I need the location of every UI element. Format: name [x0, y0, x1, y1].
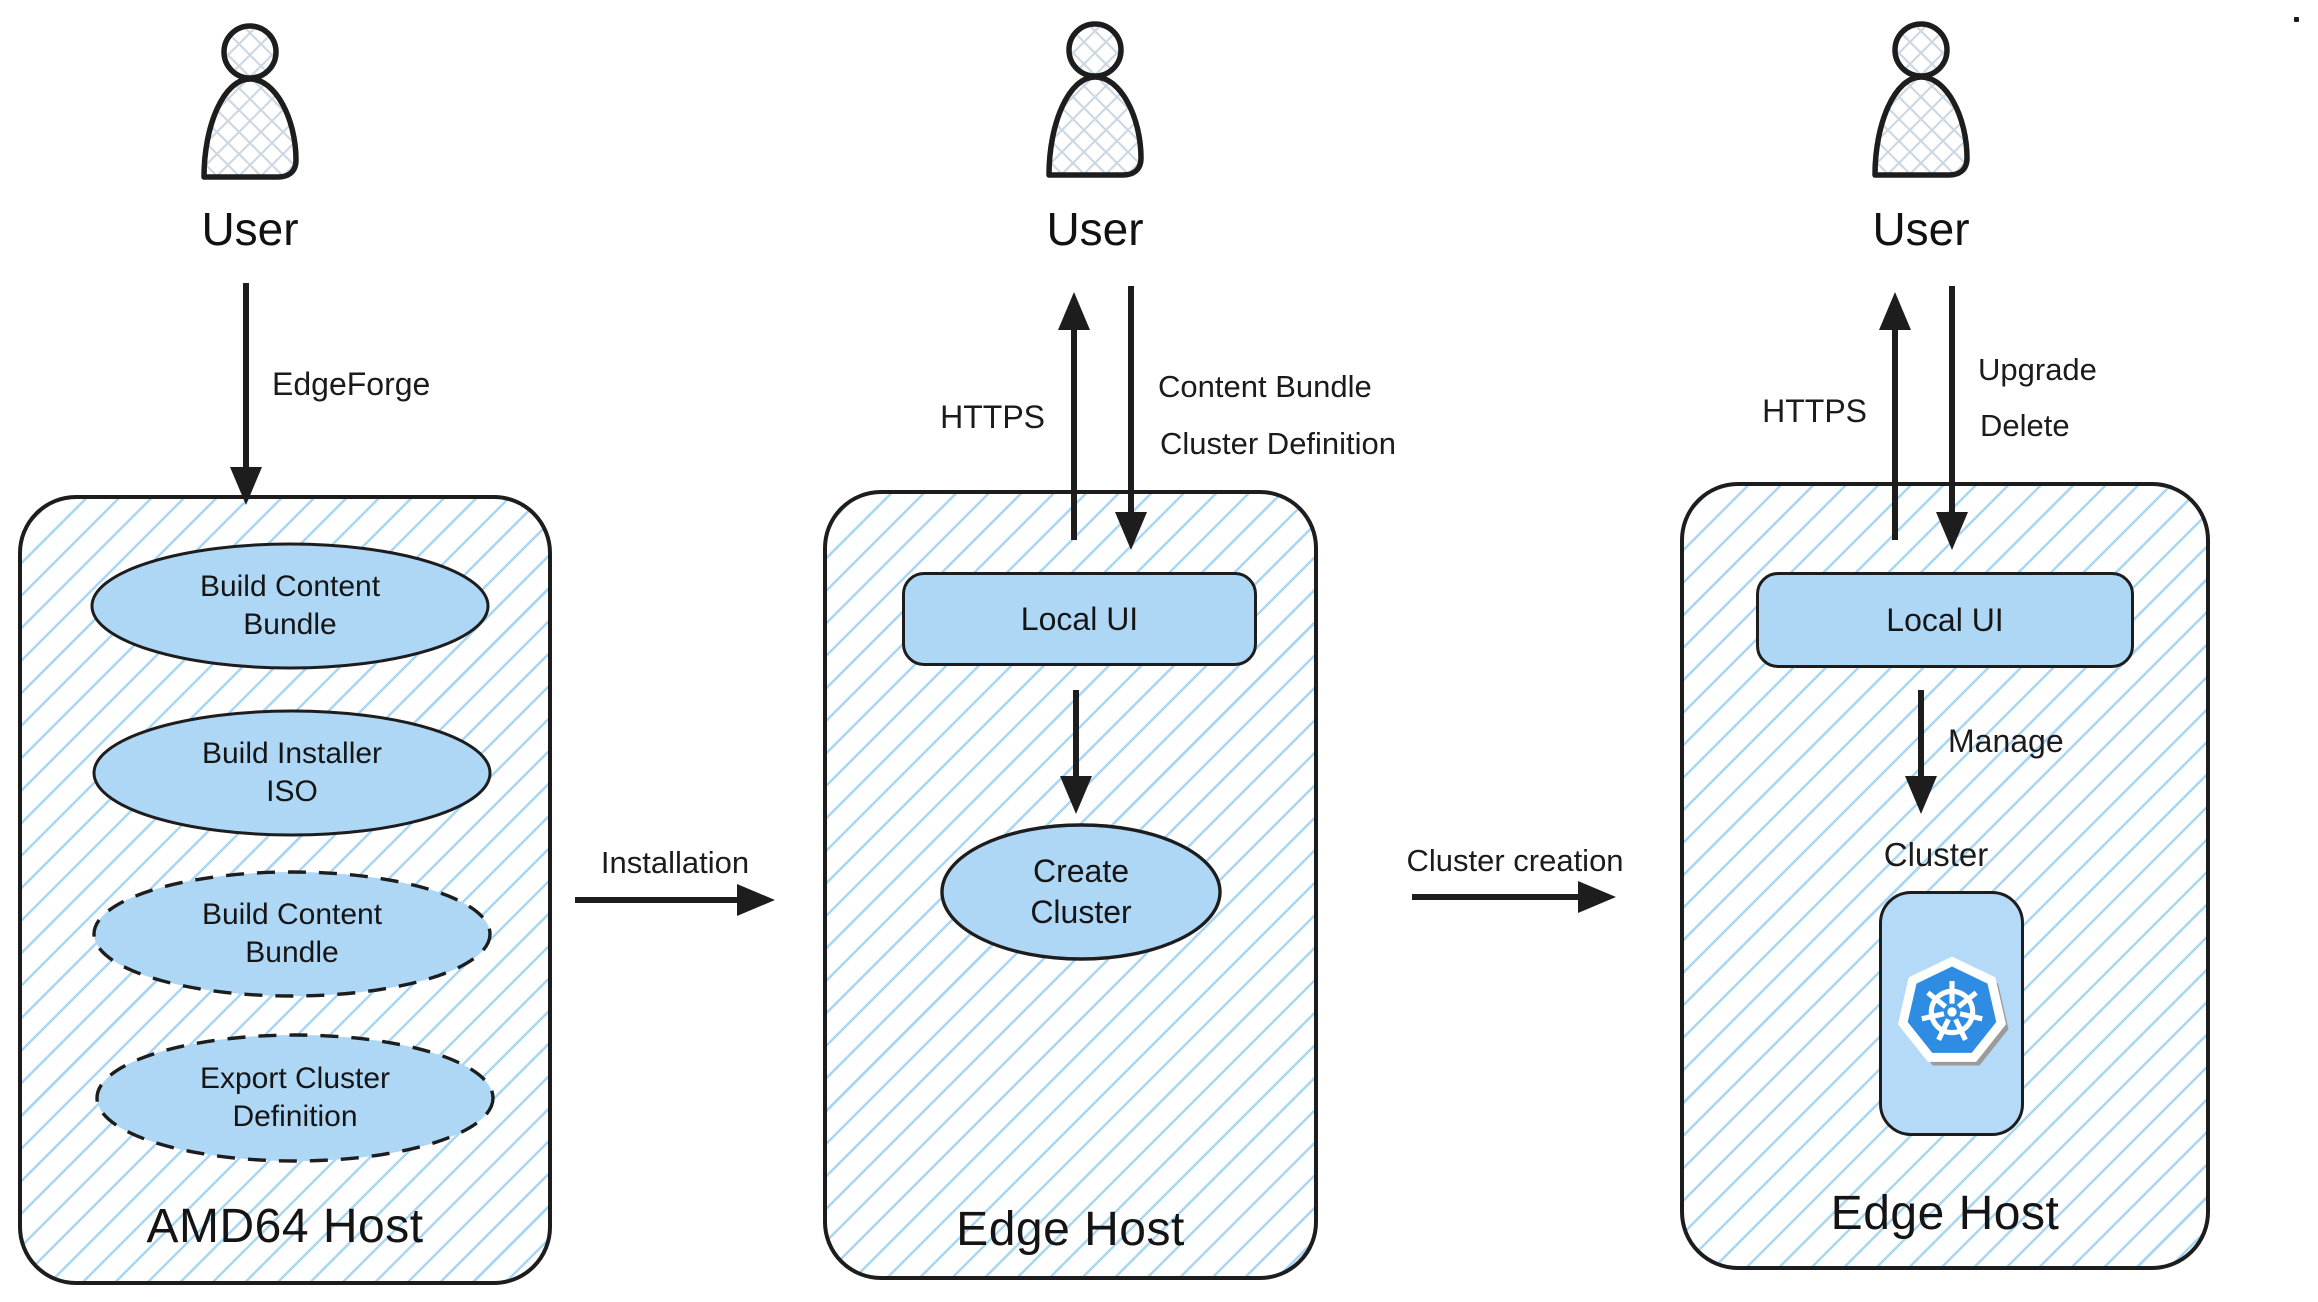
- stray-dot: [2294, 17, 2299, 22]
- user-label: User: [1872, 203, 1970, 255]
- user-icon: [201, 23, 299, 180]
- local-ui-label: Local UI: [1886, 601, 2004, 638]
- node-build-content-bundle-dashed: Build Content Bundle: [91, 869, 493, 999]
- node-label-line: Cluster: [1030, 894, 1132, 930]
- installation-arrow-label: Installation: [600, 845, 750, 880]
- edge-host-container: Local UI Create Cluster Edge Host: [823, 490, 1318, 1280]
- user-label: User: [201, 203, 299, 255]
- amd64-host-container: Build Content Bundle Build Installer ISO…: [18, 495, 552, 1285]
- node-build-content-bundle: Build Content Bundle: [89, 541, 491, 671]
- node-label-line: Export Cluster: [199, 1061, 391, 1095]
- kubernetes-icon: [1897, 956, 2008, 1066]
- user-icon: [1046, 21, 1144, 178]
- node-label-line: Build Content: [201, 897, 383, 931]
- https-arrow-label: HTTPS: [1762, 393, 1867, 429]
- cluster-creation-arrow-label: Cluster creation: [1406, 843, 1624, 878]
- local-ui-node: Local UI: [902, 572, 1257, 666]
- cluster-caption: Cluster: [1883, 836, 1989, 873]
- edge-host-container-2: Local UI Cluster Edg: [1680, 482, 2210, 1270]
- content-bundle-arrow-label: Content Bundle: [1158, 369, 1372, 404]
- create-cluster-node: Create Cluster: [939, 822, 1223, 962]
- https-arrow-label: HTTPS: [940, 399, 1045, 435]
- oval-shape: [940, 823, 1222, 961]
- manage-arrow-label: Manage: [1948, 723, 2064, 759]
- edge-host-title-2: Edge Host: [1830, 1187, 2060, 1240]
- node-label-line: ISO: [266, 775, 318, 808]
- kubernetes-cluster-box: [1879, 891, 2024, 1136]
- oval-shape: [92, 709, 492, 837]
- node-build-installer-iso: Build Installer ISO: [91, 708, 493, 838]
- cluster-definition-arrow-label: Cluster Definition: [1160, 426, 1397, 461]
- edge-host-title: Edge Host: [956, 1203, 1185, 1256]
- oval-shape: [90, 542, 490, 670]
- amd64-host-title: AMD64 Host: [146, 1200, 424, 1253]
- oval-shape-dashed: [95, 1033, 495, 1163]
- node-export-cluster-definition: Export Cluster Definition: [94, 1032, 496, 1164]
- node-label-line: Bundle: [243, 608, 337, 641]
- local-ui-node: Local UI: [1756, 572, 2134, 668]
- edgeforge-arrow-label: EdgeForge: [272, 366, 431, 402]
- user-label: User: [1046, 203, 1144, 255]
- oval-shape-dashed: [92, 870, 492, 998]
- node-label-line: Definition: [232, 1100, 358, 1133]
- user-icon: [1872, 21, 1970, 178]
- node-label-line: Bundle: [245, 936, 339, 969]
- local-ui-label: Local UI: [1020, 600, 1139, 637]
- node-label-line: Create: [1032, 853, 1130, 890]
- delete-arrow-label: Delete: [1980, 408, 2070, 443]
- node-label-line: Build Content: [199, 569, 381, 603]
- upgrade-arrow-label: Upgrade: [1978, 352, 2097, 387]
- node-label-line: Build Installer: [201, 736, 383, 770]
